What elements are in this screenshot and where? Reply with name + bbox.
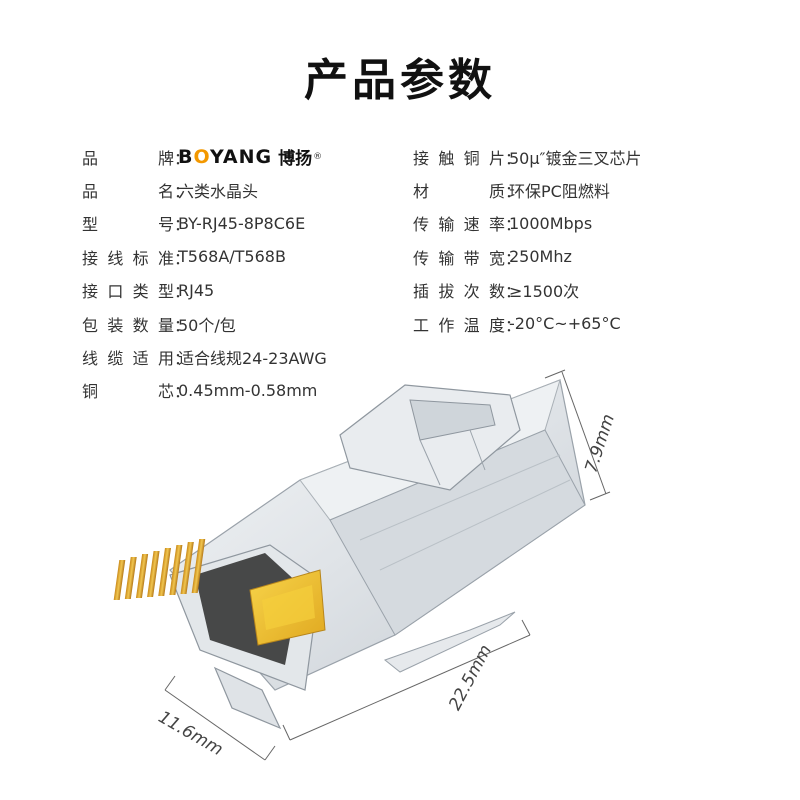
bottom-clip	[213, 611, 516, 730]
dimension-length-label: 22.5mm	[445, 642, 496, 714]
spec-list-left: 品牌： BOYANG 博扬 ® 品名： 六类水晶头 型号： BY-RJ45-8P…	[82, 140, 327, 407]
latch-housing	[339, 384, 521, 491]
spec-label: 包装数量	[82, 315, 174, 335]
spec-row-material: 材质： 环保PC阻燃料	[413, 173, 642, 206]
spec-label: 工作温度	[413, 315, 505, 335]
brand-letter-o: O	[193, 145, 210, 168]
spec-value: 250Mhz	[509, 247, 572, 267]
brand-chinese-name: 博扬	[278, 149, 313, 170]
spec-label: 接线标准	[82, 248, 174, 268]
spec-row-wiring-standard: 接线标准： T568A/T568B	[82, 240, 327, 273]
spec-value: 50个/包	[178, 315, 236, 335]
gold-contacts	[113, 539, 206, 600]
spec-row-operating-temperature: 工作温度： -20°C~+65°C	[413, 307, 642, 340]
spec-label: 插拔次数	[413, 282, 505, 302]
dimension-height-label: 7.9mm	[581, 412, 619, 475]
spec-value: 0.45mm-0.58mm	[178, 380, 318, 400]
spec-value: -20°C~+65°C	[509, 314, 621, 334]
registered-mark: ®	[313, 151, 323, 162]
spec-label: 品牌	[82, 148, 174, 168]
spec-label: 型号	[82, 215, 174, 235]
spec-row-product-name: 品名： 六类水晶头	[82, 173, 327, 206]
spec-row-contact-plate: 接触铜片： 50μ″镀金三叉芯片	[413, 140, 642, 173]
spec-value: 50μ″镀金三叉芯片	[509, 148, 642, 168]
spec-value: BY-RJ45-8P8C6E	[178, 213, 306, 233]
spec-row-package-quantity: 包装数量： 50个/包	[82, 307, 327, 340]
spec-label: 品名	[82, 182, 174, 202]
spec-value: T568A/T568B	[178, 247, 286, 267]
spec-row-brand: 品牌： BOYANG 博扬 ®	[82, 140, 327, 173]
spec-list-right: 接触铜片： 50μ″镀金三叉芯片 材质： 环保PC阻燃料 传输速率： 1000M…	[413, 140, 642, 340]
gold-contact-blades	[249, 569, 326, 646]
brand-letters-rest: YANG	[209, 145, 273, 168]
spec-label: 材质	[413, 182, 505, 202]
spec-label: 接触铜片	[413, 148, 505, 168]
spec-label: 传输速率	[413, 215, 505, 235]
spec-value: RJ45	[178, 280, 215, 300]
spec-row-interface-type: 接口类型： RJ45	[82, 274, 327, 307]
spec-label: 传输带宽	[413, 248, 505, 268]
brand-letter-b: B	[178, 145, 194, 168]
spec-row-transfer-rate: 传输速率： 1000Mbps	[413, 207, 642, 240]
dimension-width-label: 11.6mm	[155, 707, 226, 760]
spec-row-insertion-cycles: 插拔次数： ≥1500次	[413, 274, 642, 307]
spec-row-bandwidth: 传输带宽： 250Mhz	[413, 240, 642, 273]
spec-label: 线缆适用	[82, 349, 174, 369]
page-title: 产品参数	[304, 55, 496, 106]
spec-label: 铜芯	[82, 382, 174, 402]
spec-row-copper-core: 铜芯： 0.45mm-0.58mm	[82, 374, 327, 407]
spec-row-cable-fit: 线缆适用： 适合线规24-23AWG	[82, 340, 327, 373]
spec-row-model: 型号： BY-RJ45-8P8C6E	[82, 207, 327, 240]
spec-value: 环保PC阻燃料	[509, 182, 610, 202]
spec-value: 六类水晶头	[178, 182, 259, 202]
brand-logo: BOYANG 博扬 ®	[178, 144, 323, 170]
spec-value: ≥1500次	[509, 282, 580, 302]
spec-value: 适合线规24-23AWG	[178, 349, 327, 369]
spec-label: 接口类型	[82, 282, 174, 302]
spec-value: 1000Mbps	[509, 213, 593, 233]
